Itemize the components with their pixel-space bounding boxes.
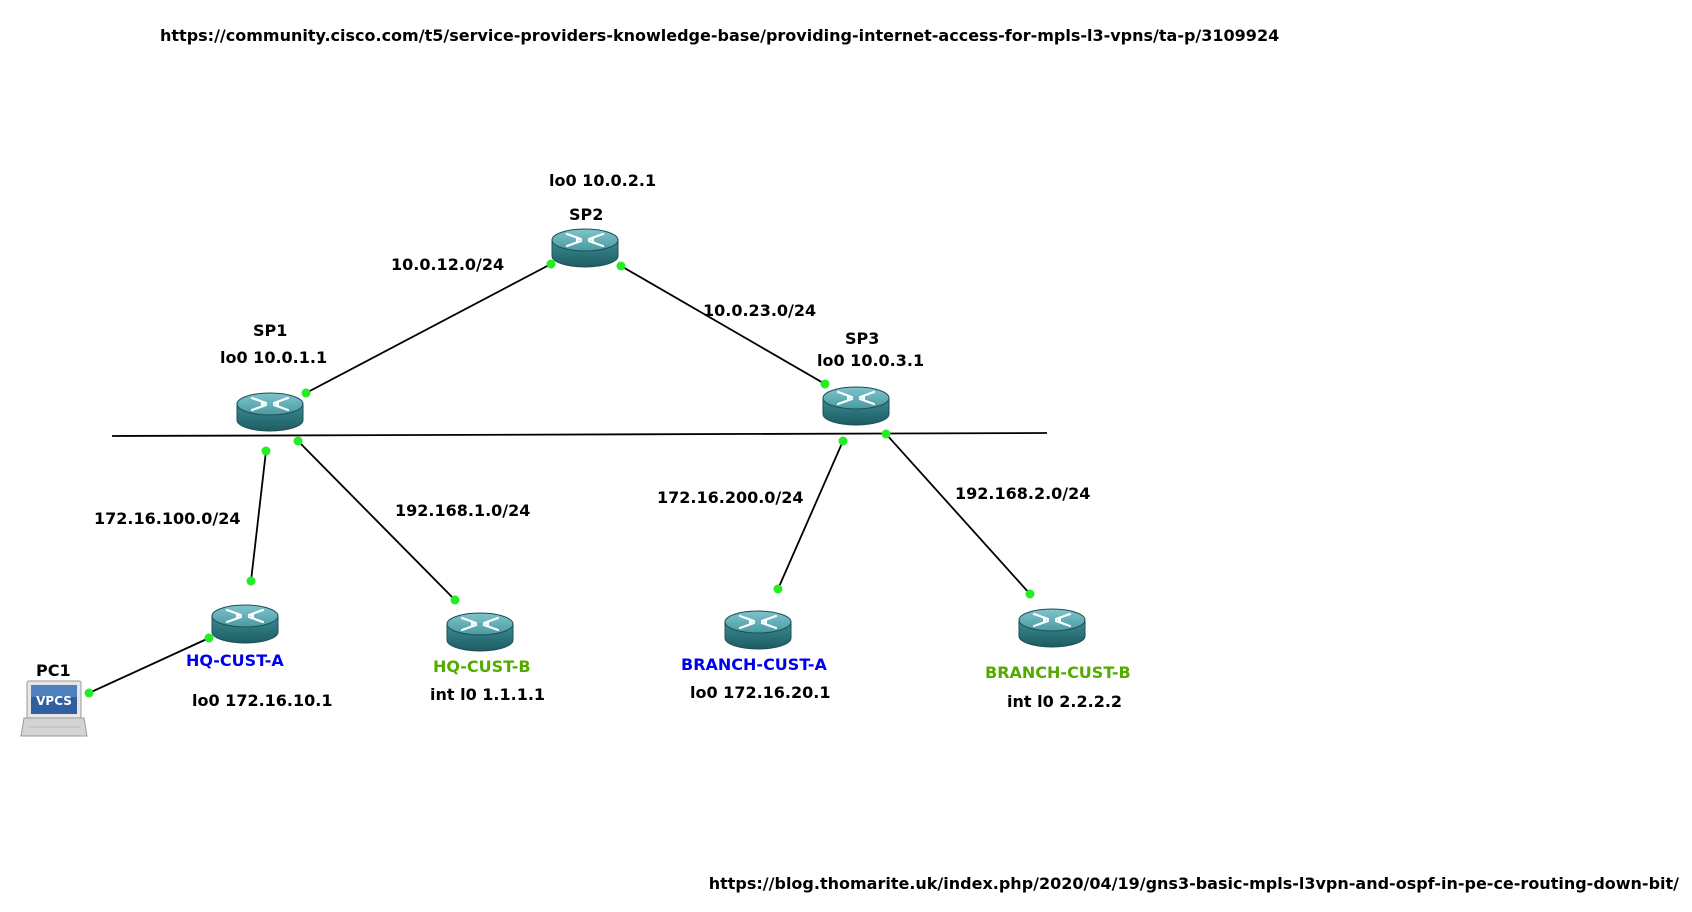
sp3-name-label: SP3	[845, 329, 879, 348]
sp1-name-label: SP1	[253, 321, 287, 340]
link-label-sp1-hq-cust-a: 172.16.100.0/24	[94, 509, 241, 528]
router-icon	[550, 227, 620, 269]
link-sp1-sp2[interactable]	[305, 263, 552, 394]
router-icon	[445, 611, 515, 653]
sp2-loopback-label: lo0 10.0.2.1	[549, 171, 656, 190]
vpcs-laptop-icon[interactable]: VPCS	[20, 680, 88, 737]
sp2-name-label: SP2	[569, 205, 603, 224]
branch-cust-b-loopback-label: int l0 2.2.2.2	[1007, 692, 1122, 711]
link-label-sp3-branch-cust-a: 172.16.200.0/24	[657, 488, 804, 507]
router-icon	[1017, 607, 1087, 649]
hq-cust-a-name-label: HQ-CUST-A	[186, 651, 284, 670]
router-hq-cust-a[interactable]	[210, 603, 280, 645]
port-dot	[261, 446, 271, 456]
link-label-sp1-hq-cust-b: 192.168.1.0/24	[395, 501, 530, 520]
port-dot	[546, 259, 556, 269]
port-dot	[773, 584, 783, 594]
link-sp1-hq-cust-a[interactable]	[250, 450, 267, 582]
sp3-loopback-label: lo0 10.0.3.1	[817, 351, 924, 370]
port-dot	[204, 633, 214, 643]
branch-cust-b-name-label: BRANCH-CUST-B	[985, 663, 1131, 682]
router-hq-cust-b[interactable]	[445, 611, 515, 653]
router-sp2[interactable]	[550, 227, 620, 269]
port-dot	[881, 429, 891, 439]
port-dot	[838, 436, 848, 446]
router-icon	[235, 391, 305, 433]
port-dot	[450, 595, 460, 605]
router-sp1[interactable]	[235, 391, 305, 433]
source-url-top[interactable]: https://community.cisco.com/t5/service-p…	[160, 26, 1279, 45]
branch-cust-a-loopback-label: lo0 172.16.20.1	[690, 683, 830, 702]
link-pc1-hq-cust-a[interactable]	[88, 637, 210, 694]
link-sp2-sp3[interactable]	[620, 265, 826, 385]
link-label-sp2-sp3: 10.0.23.0/24	[703, 301, 816, 320]
router-icon	[723, 609, 793, 651]
link-sp1-hq-cust-b[interactable]	[297, 440, 456, 601]
port-dot	[1025, 589, 1035, 599]
port-dots	[84, 259, 1035, 698]
port-dot	[616, 261, 626, 271]
link-label-sp3-branch-cust-b: 192.168.2.0/24	[955, 484, 1090, 503]
link-sp3-branch-cust-b[interactable]	[885, 433, 1031, 595]
sp1-loopback-label: lo0 10.0.1.1	[220, 348, 327, 367]
hq-cust-b-loopback-label: int l0 1.1.1.1	[430, 685, 545, 704]
hq-cust-b-name-label: HQ-CUST-B	[433, 657, 531, 676]
port-dot	[820, 379, 830, 389]
router-icon	[821, 385, 891, 427]
port-dot	[293, 436, 303, 446]
pc1-name-label: PC1	[36, 661, 71, 680]
router-branch-cust-b[interactable]	[1017, 607, 1087, 649]
link-label-sp1-sp2: 10.0.12.0/24	[391, 255, 504, 274]
router-icon	[210, 603, 280, 645]
router-branch-cust-a[interactable]	[723, 609, 793, 651]
port-dot	[301, 388, 311, 398]
vpcs-badge: VPCS	[36, 694, 72, 708]
port-dot	[84, 688, 94, 698]
provider-edge-boundary-line	[111, 432, 1048, 437]
router-sp3[interactable]	[821, 385, 891, 427]
branch-cust-a-name-label: BRANCH-CUST-A	[681, 655, 828, 674]
source-url-bottom[interactable]: https://blog.thomarite.uk/index.php/2020…	[709, 874, 1679, 893]
link-sp3-branch-cust-a[interactable]	[777, 440, 844, 590]
hq-cust-a-loopback-label: lo0 172.16.10.1	[192, 691, 332, 710]
port-dot	[246, 576, 256, 586]
